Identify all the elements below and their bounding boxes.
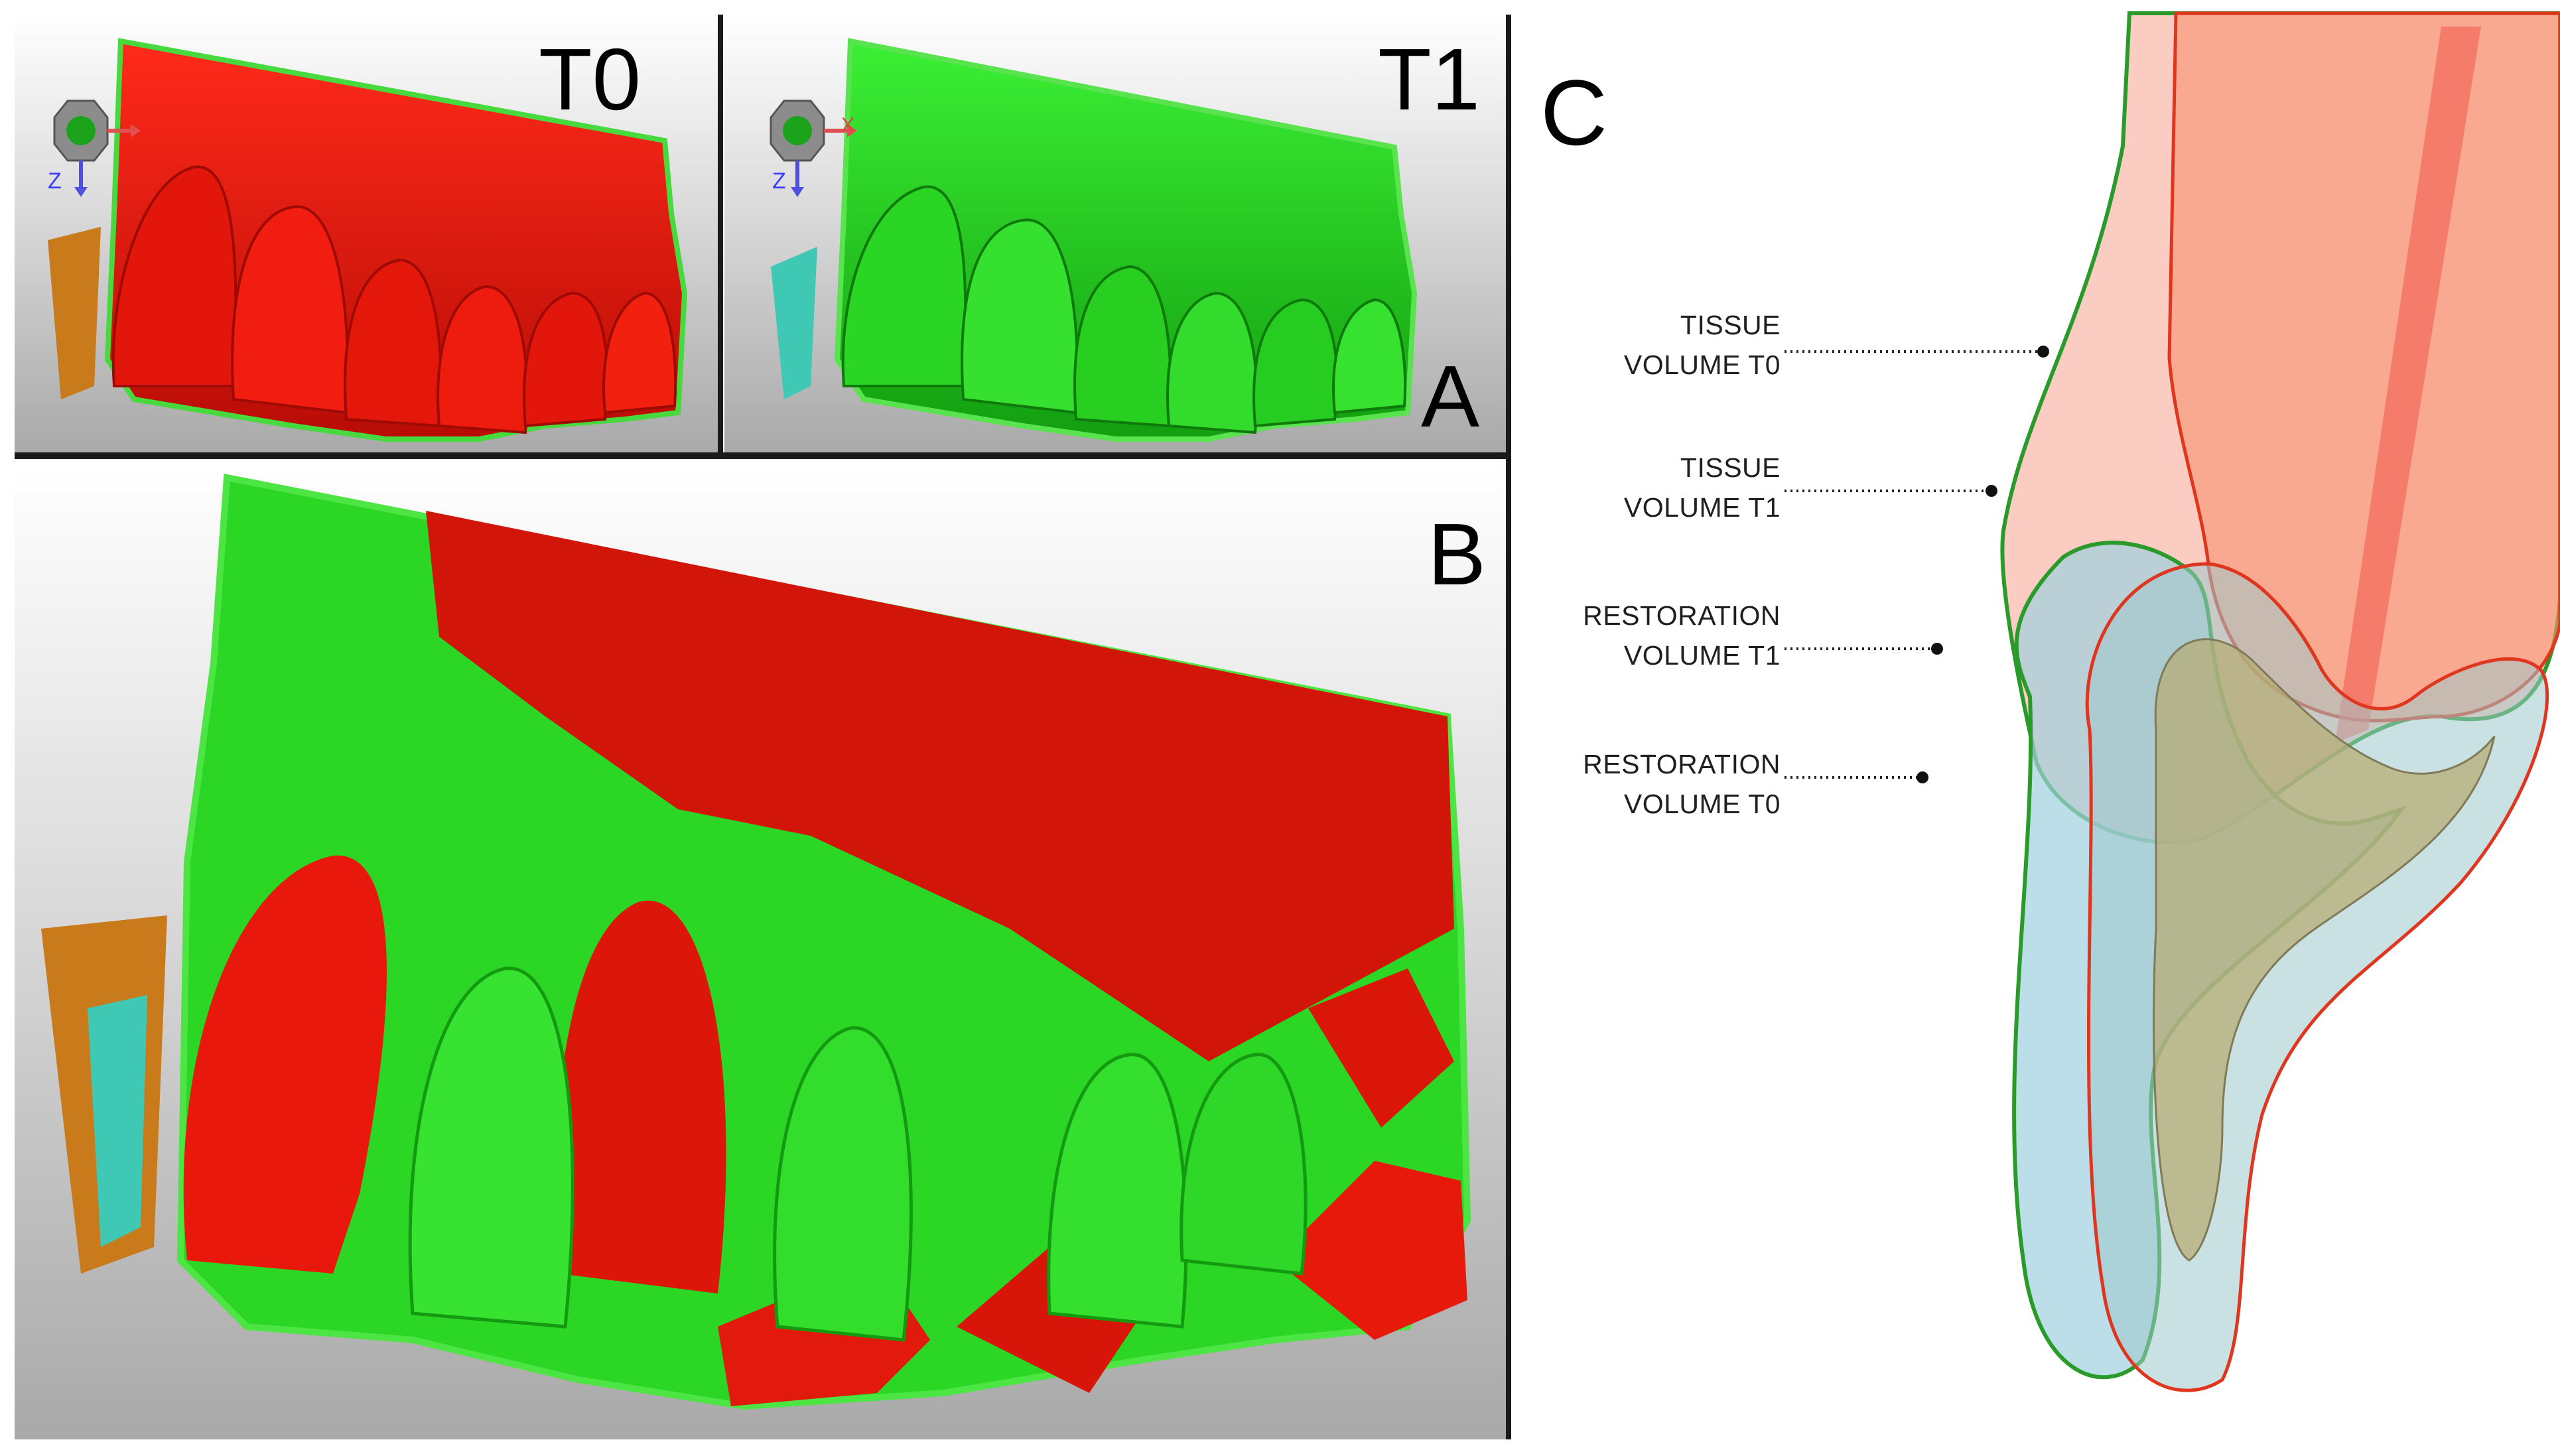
panel-a-t0-view: T0 Z: [15, 15, 719, 452]
axis-x-label: X: [841, 114, 855, 136]
center-divider-a: [718, 15, 723, 452]
callout-line: RESTORATION: [1583, 749, 1781, 779]
callout-restoration-volume-t0: RESTORATION VOLUME T0: [1583, 744, 1781, 824]
callout-line: TISSUE: [1680, 452, 1781, 483]
panel-a-t1-view: X Z T1 A: [724, 15, 1506, 452]
callout-line: VOLUME T1: [1623, 492, 1781, 523]
tooth-cross-section-diagram: [1785, 11, 2560, 1392]
callout-line: VOLUME T1: [1623, 640, 1781, 671]
axis-z-label: Z: [48, 168, 62, 194]
vertical-divider: [1506, 15, 1511, 1439]
orientation-gizmo-icon: [53, 99, 141, 197]
callout-tissue-volume-t0: TISSUE VOLUME T0: [1624, 305, 1781, 385]
panel-b-overlay-view: B: [15, 464, 1506, 1439]
callout-line: VOLUME T0: [1623, 350, 1781, 380]
t0-view-label: T0: [539, 31, 641, 128]
t0-dental-scan: [48, 38, 688, 442]
callout-line: RESTORATION: [1583, 600, 1781, 631]
t1-view-label: T1: [1378, 31, 1481, 128]
callout-line: TISSUE: [1680, 310, 1781, 340]
horizontal-divider: [15, 452, 1506, 459]
overlay-dental-scan: [41, 474, 1471, 1410]
axis-z-label: Z: [772, 168, 786, 194]
orientation-gizmo-icon: [770, 99, 857, 197]
panel-a-letter: A: [1421, 348, 1480, 445]
panel-c-schematic: C TISSUE VOLUME T0 TISSUE VOLUME T1 REST…: [1519, 0, 2560, 1453]
t1-dental-scan: [771, 38, 1418, 442]
callout-tissue-volume-t1: TISSUE VOLUME T1: [1624, 448, 1781, 527]
callout-restoration-volume-t1: RESTORATION VOLUME T1: [1583, 596, 1781, 675]
panel-c-letter: C: [1540, 60, 1608, 165]
panel-b-letter: B: [1428, 505, 1487, 603]
callout-line: VOLUME T0: [1623, 789, 1781, 819]
